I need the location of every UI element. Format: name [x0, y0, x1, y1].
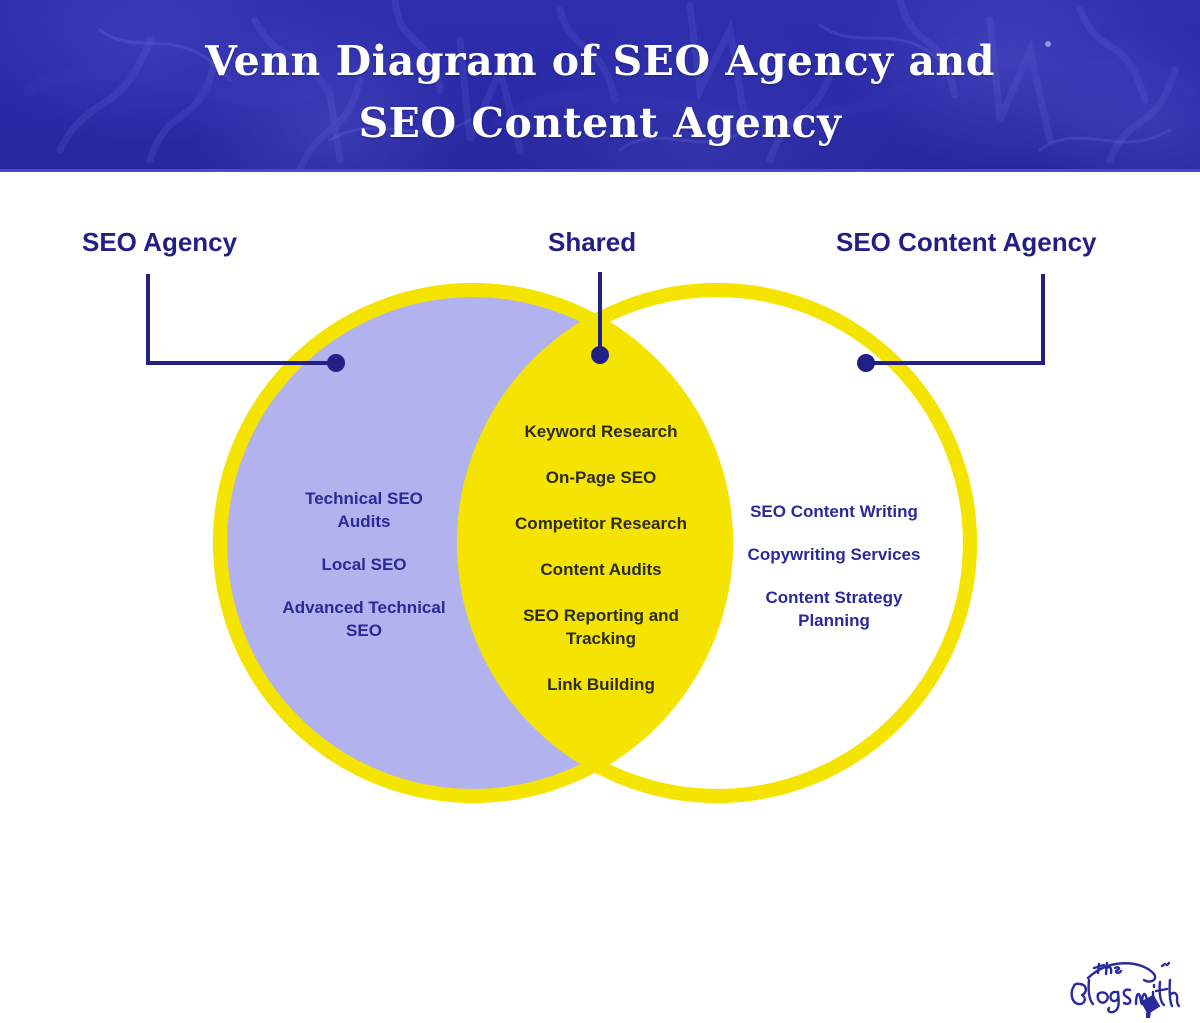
overlap-region [457, 283, 733, 803]
list-item: SEO Reporting and Tracking [523, 606, 679, 648]
list-item: Competitor Research [515, 514, 687, 533]
header-divider [0, 169, 1200, 172]
page-title: Venn Diagram of SEO Agency and SEO Conte… [0, 30, 1200, 154]
left-callout-dot [327, 354, 345, 372]
list-item: Content Audits [540, 560, 662, 579]
left-set-label: SEO Agency [82, 227, 238, 257]
list-item: SEO Content Writing [750, 502, 918, 521]
list-item: Advanced Technical SEO [282, 598, 446, 640]
right-set-items: SEO Content Writing Copywriting Services… [730, 500, 938, 632]
list-item: Link Building [547, 675, 655, 694]
list-item: Keyword Research [524, 422, 678, 441]
right-callout-line [872, 274, 1045, 365]
page-title-line-1: Venn Diagram of SEO Agency and [205, 37, 995, 85]
left-set-items: Technical SEO Audits Local SEO Advanced … [278, 487, 450, 642]
logo-drip-accent [1140, 994, 1161, 1015]
list-item: Copywriting Services [747, 545, 921, 564]
right-circle-outline [457, 283, 977, 803]
page-title-line-2: SEO Content Agency [358, 99, 842, 147]
shared-set-items: Keyword Research On-Page SEO Competitor … [505, 420, 697, 719]
left-circle-outline [213, 283, 733, 803]
center-callout-dot [591, 346, 609, 364]
list-item: Local SEO [321, 555, 407, 574]
list-item: Content Strategy Planning [765, 588, 903, 630]
blogsmith-logo-mark [1070, 961, 1181, 1018]
right-set-label: SEO Content Agency [836, 227, 1097, 257]
list-item: Technical SEO Audits [305, 489, 423, 531]
left-callout-line [146, 274, 330, 365]
shared-set-label: Shared [548, 227, 637, 257]
blogsmith-logo: The Blogsmith [1058, 952, 1186, 1022]
list-item: On-Page SEO [545, 468, 657, 487]
right-callout-dot [857, 354, 875, 372]
venn-diagram: SEO Agency Shared SEO Content Agency Tec… [0, 172, 1200, 1018]
venn-shapes [146, 272, 1045, 803]
header-banner: Venn Diagram of SEO Agency and SEO Conte… [0, 0, 1200, 172]
